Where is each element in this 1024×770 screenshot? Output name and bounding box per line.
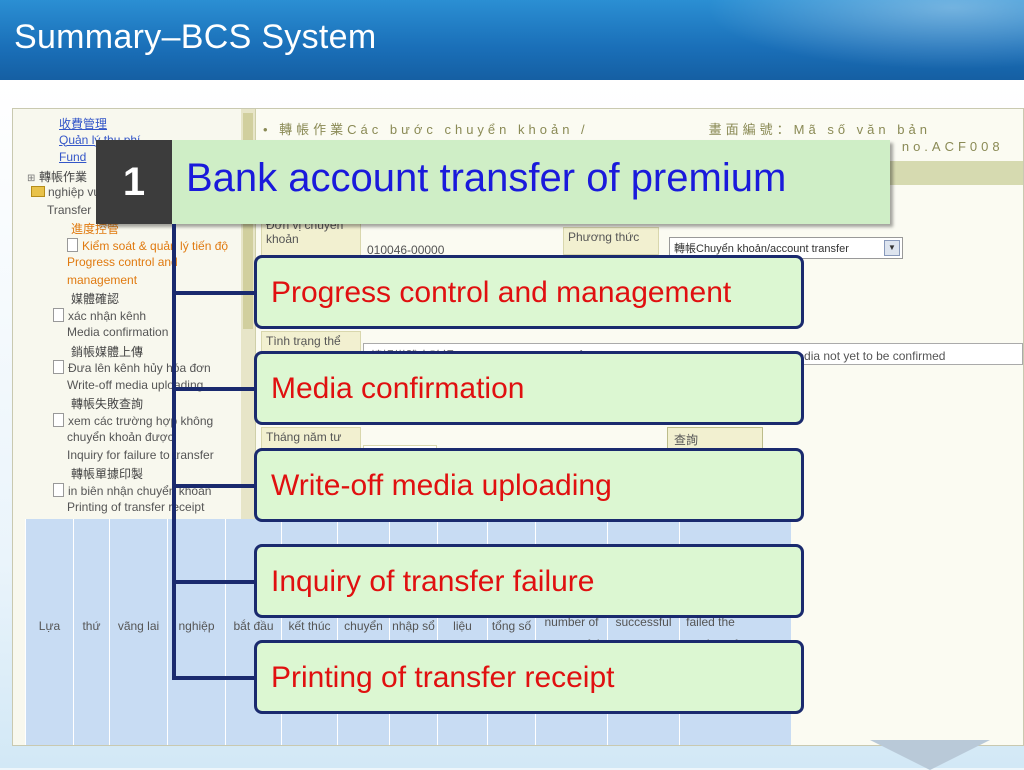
form-header: • 轉帳作業Các bước chuyển khoản /畫面編號：Mã số … xyxy=(263,122,931,137)
tree-item[interactable]: 轉帳失敗查詢 xyxy=(71,395,143,412)
tree-item-label: 媒體確認 xyxy=(71,292,120,306)
tree-item-label: Inquiry for failure to transfer xyxy=(67,447,214,462)
tree-item-label: 收費管理 xyxy=(59,117,108,131)
tree-item-label: chuyển khoản được xyxy=(67,430,174,444)
tree-item-label: Đưa lên kênh hủy hóa đơn xyxy=(68,361,211,375)
tree-item[interactable]: 銷帳媒體上傳 xyxy=(71,343,143,360)
table-header-label: nhập sổ xyxy=(392,619,435,633)
connector-2 xyxy=(172,387,256,391)
tree-item[interactable]: 媒體確認 xyxy=(71,290,119,307)
table-header-cell: vãng lai xyxy=(109,519,167,745)
tree-item-label: xem các trường hợp không xyxy=(68,413,214,428)
step-box: Printing of transfer receipt xyxy=(254,640,804,714)
query-button[interactable]: 查詢 xyxy=(667,427,763,451)
tree-item-label: 轉帳作業 xyxy=(39,169,88,184)
table-header-cell: Lựa xyxy=(25,519,73,745)
step-box: Write-off media uploading xyxy=(254,448,804,522)
table-header-cell: chuyển xyxy=(337,519,389,745)
step-box: Media confirmation xyxy=(254,351,804,425)
status-label: Tình trạng thể xyxy=(261,331,361,353)
table-header-cell: nghiệp xyxy=(167,519,225,745)
document-icon xyxy=(53,307,64,322)
tree-item-label: Kiểm soát & quản lý tiến độ xyxy=(82,238,229,253)
folder-icon xyxy=(31,186,45,197)
tree-item: Media confirmation xyxy=(67,325,168,339)
callout-number: 1 xyxy=(96,140,172,224)
tree-item: Write-off media uploading xyxy=(67,378,203,392)
connector-5 xyxy=(172,676,256,680)
connector-vertical xyxy=(172,224,176,680)
document-icon xyxy=(53,412,64,427)
step-label: Write-off media uploading xyxy=(271,469,612,502)
tree-item-label: Printing of transfer receipt xyxy=(67,500,205,514)
method-label: Phương thức xyxy=(563,227,659,255)
title-shine xyxy=(664,0,1024,80)
tree-item: Printing of transfer receipt xyxy=(67,500,204,514)
step-label: Progress control and management xyxy=(271,276,732,309)
table-header-label: nghiệp xyxy=(178,619,215,633)
table-header-label: chuyển xyxy=(344,619,383,633)
tree-item-label: 銷帳媒體上傳 xyxy=(71,344,144,359)
month-label: Tháng năm tư xyxy=(261,427,361,449)
table-header-cell: kết thúc xyxy=(281,519,337,745)
connector-4 xyxy=(172,580,256,584)
connector-3 xyxy=(172,484,256,488)
tree-item-label: 轉帳單據印製 xyxy=(71,467,144,481)
document-icon xyxy=(53,360,64,374)
slide-title: Summary–BCS System xyxy=(14,18,377,56)
tree-item: Transfer xyxy=(47,203,91,217)
tree-item-label: Transfer xyxy=(47,202,92,217)
tree-item[interactable]: 收費管理 xyxy=(59,115,107,132)
step-box: Inquiry of transfer failure xyxy=(254,544,804,618)
table-header-cell: liệu xyxy=(437,519,487,745)
step-label: Inquiry of transfer failure xyxy=(271,565,595,598)
tree-item: chuyển khoản được xyxy=(67,430,174,444)
tree-item-label: 進度控管 xyxy=(71,222,120,236)
table-header-label: Lựa xyxy=(38,619,61,633)
table-header-label: thứ xyxy=(82,619,101,633)
connector-1 xyxy=(172,291,256,295)
tree-item: management xyxy=(67,273,137,287)
title-bar: Summary–BCS System xyxy=(0,0,1024,80)
table-header-label: kết thúc xyxy=(288,619,331,633)
table-header-cell: bắt đầu xyxy=(225,519,281,745)
tree-item-label: Media confirmation xyxy=(67,325,169,339)
chevron-down-icon[interactable]: ▼ xyxy=(884,240,900,256)
step-label: Media confirmation xyxy=(271,372,525,405)
table-header-cell: thứ xyxy=(73,519,109,745)
tree-item: Inquiry for failure to transfer xyxy=(67,448,214,462)
tree-item-label: nghiệp vụ xyxy=(48,185,101,199)
step-box: Progress control and management xyxy=(254,255,804,329)
tree-item-label: 轉帳失敗查詢 xyxy=(71,397,144,411)
form-header-code: n no.ACF008 xyxy=(883,139,1004,154)
table-header-label: liệu xyxy=(453,619,472,633)
tree-item-label: xác nhận kênh xyxy=(68,308,147,323)
tree-item[interactable]: Kiểm soát & quản lý tiến độ xyxy=(67,237,229,253)
method-select[interactable]: 轉帳Chuyển khoản/account transfer▼ xyxy=(669,237,903,259)
step-label: Printing of transfer receipt xyxy=(271,661,615,694)
document-icon xyxy=(67,237,78,252)
unit-value: 010046-00000 xyxy=(367,243,445,257)
tree-item[interactable]: nghiệp vụ xyxy=(31,185,100,199)
tree-item[interactable]: Fund xyxy=(59,150,86,164)
tree-item[interactable]: Đưa lên kênh hủy hóa đơn xyxy=(53,360,211,375)
tree-item-label: Progress control and xyxy=(67,255,178,269)
callout-heading: Bank account transfer of premium xyxy=(186,156,787,200)
tree-item-label: management xyxy=(67,272,138,287)
tree-item[interactable]: xác nhận kênh xyxy=(53,307,147,323)
decorative-arrow xyxy=(870,740,990,770)
callout-heading-box xyxy=(96,140,890,224)
table-header-cell: nhập sổ xyxy=(389,519,437,745)
tree-item[interactable]: ⊞轉帳作業 xyxy=(27,168,87,185)
tree-item: 進度控管 xyxy=(71,220,119,237)
document-icon xyxy=(53,482,64,497)
expand-icon: ⊞ xyxy=(27,172,36,184)
tree-item-label: Write-off media uploading xyxy=(67,377,204,392)
tree-item-label: Fund xyxy=(59,150,87,164)
tree-item[interactable]: xem các trường hợp không xyxy=(53,412,214,428)
tree-item[interactable]: 轉帳單據印製 xyxy=(71,465,143,482)
tree-item: Progress control and xyxy=(67,255,178,269)
table-header-label: bắt đầu xyxy=(233,619,274,633)
table-header-label: vãng lai xyxy=(117,619,160,633)
